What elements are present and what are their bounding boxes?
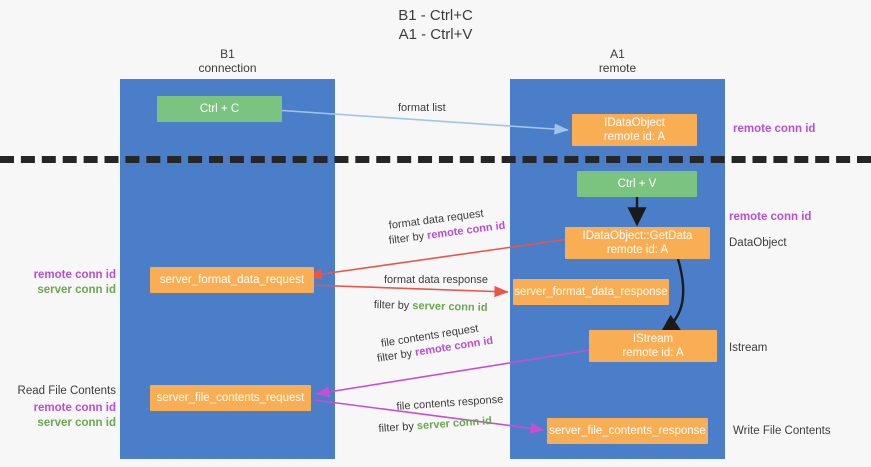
title-line-1: B1 - Ctrl+C bbox=[398, 7, 473, 24]
left-label-file-conn-ids: remote conn id server conn id bbox=[20, 401, 116, 431]
box-server-format-data-response[interactable]: server_format_data_response bbox=[513, 279, 669, 305]
box-server-file-contents-request[interactable]: server_file_contents_request bbox=[150, 385, 311, 411]
box-istream-sub: remote id: A bbox=[622, 347, 684, 359]
page-title: B1 - Ctrl+C A1 - Ctrl+V bbox=[0, 6, 871, 44]
column-header-a1: A1 remote bbox=[510, 47, 725, 75]
caption-format-data-response-filter-key: server conn id bbox=[412, 300, 488, 314]
column-header-b1-name: B1 bbox=[220, 47, 235, 61]
box-idataobject-getdata[interactable]: IDataObject::GetData remote id: A bbox=[565, 227, 710, 259]
box-getdata-sub: remote id: A bbox=[606, 244, 669, 256]
box-ctrl-c-label: Ctrl + C bbox=[199, 103, 240, 115]
left-label-format-remote-conn-id: remote conn id bbox=[33, 269, 116, 281]
caption-format-data-response-filter: filter by server conn id bbox=[374, 298, 488, 315]
left-label-format-server-conn-id: server conn id bbox=[37, 284, 116, 296]
box-server-file-contents-response-label: server_file_contents_response bbox=[549, 425, 706, 437]
caption-file-contents-response-filter: filter by server conn id bbox=[378, 414, 492, 436]
box-idataobject[interactable]: IDataObject remote id: A bbox=[572, 114, 697, 146]
box-ctrl-c[interactable]: Ctrl + C bbox=[157, 96, 282, 122]
left-label-file-remote-conn-id: remote conn id bbox=[33, 402, 116, 414]
left-label-file-server-conn-id: server conn id bbox=[37, 417, 116, 429]
column-header-a1-sub: remote bbox=[598, 61, 637, 75]
right-label-write-file-contents: Write File Contents bbox=[733, 425, 831, 437]
caption-format-data-request-filter-prefix: filter by bbox=[388, 229, 428, 247]
right-label-istream: Istream bbox=[729, 342, 768, 354]
caption-format-data-response-filter-prefix: filter by bbox=[373, 298, 413, 313]
box-server-format-data-request-label: server_format_data_request bbox=[159, 274, 305, 286]
left-label-format-conn-ids: remote conn id server conn id bbox=[20, 268, 116, 298]
title-line-2: A1 - Ctrl+V bbox=[398, 26, 473, 43]
box-ctrl-v[interactable]: Ctrl + V bbox=[577, 171, 697, 197]
caption-file-contents-response: file contents response bbox=[396, 393, 504, 413]
box-istream-title: IStream bbox=[632, 333, 674, 345]
phase-divider bbox=[0, 156, 871, 163]
caption-file-contents-response-filter-key: server conn id bbox=[416, 415, 493, 433]
caption-format-list: format list bbox=[398, 102, 446, 114]
left-label-read-file-contents: Read File Contents bbox=[17, 385, 116, 397]
box-ctrl-v-label: Ctrl + V bbox=[617, 178, 657, 190]
caption-file-contents-response-filter-prefix: filter by bbox=[378, 420, 418, 435]
box-getdata-title: IDataObject::GetData bbox=[582, 230, 693, 242]
box-server-file-contents-response[interactable]: server_file_contents_response bbox=[547, 418, 708, 444]
column-header-a1-name: A1 bbox=[610, 47, 625, 61]
box-istream[interactable]: IStream remote id: A bbox=[589, 330, 717, 362]
right-label-dataobject: DataObject bbox=[729, 237, 787, 249]
box-idataobject-title: IDataObject bbox=[604, 117, 665, 129]
column-header-b1-sub: connection bbox=[198, 61, 257, 75]
box-server-format-data-request[interactable]: server_format_data_request bbox=[150, 267, 314, 293]
right-label-getdata-remote-conn-id: remote conn id bbox=[729, 211, 812, 223]
right-label-top-remote-conn-id: remote conn id bbox=[733, 123, 816, 135]
box-idataobject-sub: remote id: A bbox=[603, 131, 666, 143]
box-server-file-contents-request-label: server_file_contents_request bbox=[156, 392, 305, 404]
caption-format-data-response: format data response bbox=[384, 274, 488, 286]
box-server-format-data-response-label: server_format_data_response bbox=[514, 286, 668, 298]
column-header-b1: B1 connection bbox=[120, 47, 335, 75]
